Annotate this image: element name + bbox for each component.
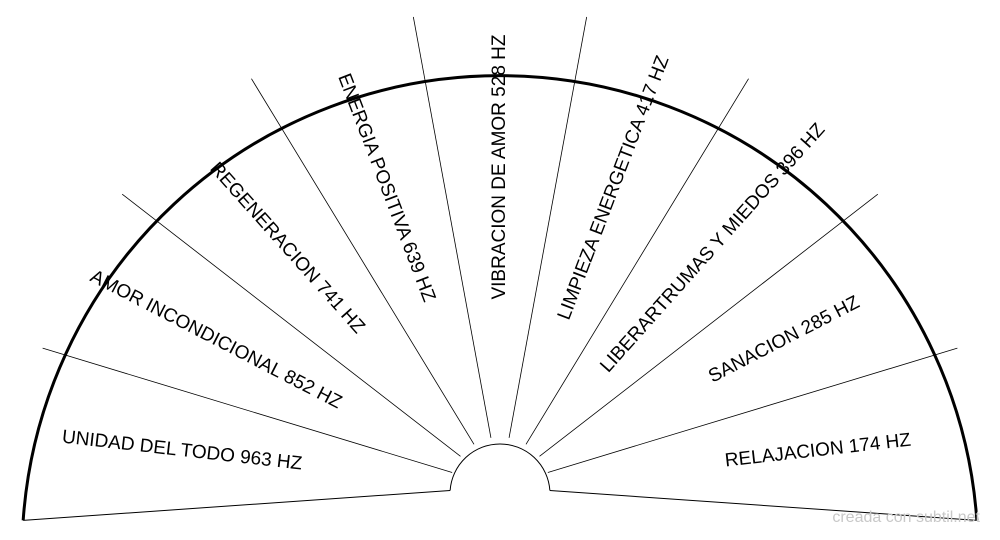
inner-arc [449,443,551,491]
sector-label: AMOR INCONDICIONAL 852 HZ [87,266,346,413]
sector-label: ENERGIA POSITIVA 639 HZ [333,71,439,305]
sector-label: VIBRACION DE AMOR 528 HZ [489,34,510,299]
outer-arc [21,74,979,521]
sector-label: SANACION 285 HZ [705,292,863,387]
sector-label: RELAJACION 174 HZ [724,430,912,472]
baselines [23,489,977,521]
sector-divider [508,16,588,438]
left-baseline [23,489,451,521]
sector-divider [547,347,958,473]
sector-divider [42,347,453,473]
sector-dividers [42,16,958,473]
sector-label: UNIDAD DEL TODO 963 HZ [61,427,304,475]
sector-divider [539,193,879,457]
sector-label: REGENERACION 741 HZ [205,158,369,338]
sector-divider [251,78,475,445]
footer-credit: creada con subtil.net [832,509,980,526]
sector-divider [121,193,461,457]
sector-divider [412,16,492,438]
right-baseline [549,489,977,521]
sector-labels: UNIDAD DEL TODO 963 HZ AMOR INCONDICIONAL… [61,34,912,475]
sector-divider [525,78,749,445]
sector-label: LIMPIEZA ENERGETICA 417 HZ [554,53,674,323]
